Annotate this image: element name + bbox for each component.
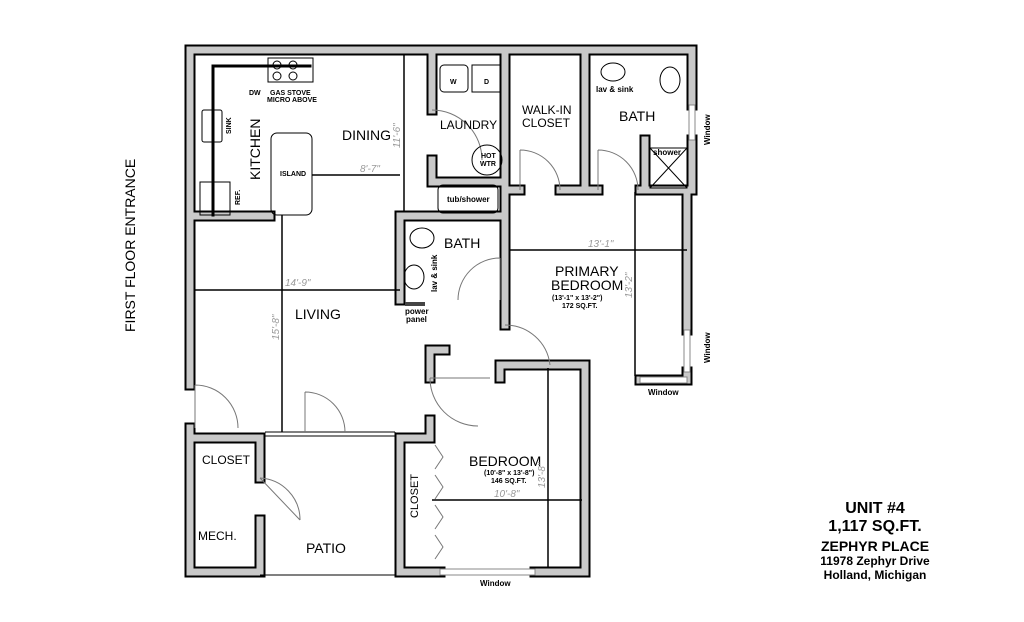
- patio-label: PATIO: [306, 540, 346, 556]
- first-floor-entrance-label: FIRST FLOOR ENTRANCE: [122, 159, 138, 332]
- primary-bedroom-label: PRIMARY: [555, 263, 619, 279]
- walk-in-closet-label-2: CLOSET: [522, 116, 571, 130]
- street-address: 11978 Zephyr Drive: [820, 554, 930, 568]
- hall-lav-sink-label: lav & sink: [430, 254, 439, 292]
- dim-living-width: 14'-9": [285, 278, 311, 289]
- patio-closet-label: CLOSET: [202, 453, 251, 467]
- living-label: LIVING: [295, 306, 341, 322]
- window-primary-bottom: [639, 376, 688, 384]
- power-panel-label-2: panel: [406, 315, 427, 324]
- dim-bedroom-width: 10'-8": [494, 489, 520, 500]
- micro-above-label: MICRO ABOVE: [267, 97, 317, 104]
- unit-number: UNIT #4: [845, 500, 905, 517]
- mech-label: MECH.: [198, 529, 237, 543]
- hot-water-label: HOT: [481, 153, 497, 160]
- power-panel: [405, 302, 425, 306]
- property-name: ZEPHYR PLACE: [820, 538, 930, 554]
- window-label-primary-side: Window: [703, 332, 712, 363]
- hall-bath-label: BATH: [444, 235, 480, 251]
- unit-area: 1,117 SQ.FT.: [828, 518, 922, 535]
- dw-label: DW: [249, 90, 261, 97]
- gas-stove-label: GAS STOVE: [270, 90, 311, 97]
- labels: FIRST FLOOR ENTRANCE KITCHEN DINING LAUN…: [122, 79, 712, 588]
- dryer-label: D: [484, 79, 489, 86]
- primary-bedroom-area: 172 SQ.FT.: [562, 303, 597, 310]
- window-primary-bath: [688, 104, 696, 141]
- laundry-label: LAUNDRY: [440, 118, 497, 132]
- shower-label: shower: [653, 148, 681, 157]
- primary-bedroom-size: (13'-1" x 13'-2"): [552, 295, 602, 302]
- window-bedroom: [439, 568, 536, 576]
- dim-living-depth: 15'-8": [271, 314, 282, 340]
- bedroom-closet-label: CLOSET: [409, 474, 421, 518]
- power-panel-label: power: [405, 307, 429, 316]
- doors: [194, 109, 639, 560]
- unit-info: UNIT #4 1,117 SQ.FT. ZEPHYR PLACE 11978 …: [800, 500, 950, 582]
- dim-primary-width: 13'-1": [588, 239, 614, 250]
- sink-label: SINK: [226, 117, 233, 134]
- window-primary-side: [683, 329, 691, 373]
- walk-in-closet-label: WALK-IN: [522, 103, 572, 117]
- city: Holland, Michigan: [823, 568, 927, 582]
- kitchen-label: KITCHEN: [247, 119, 263, 180]
- windows: [439, 104, 696, 576]
- window-label-primary-bottom: Window: [648, 388, 679, 397]
- window-label-bath: Window: [703, 114, 712, 145]
- walls: [184, 44, 698, 578]
- tub-shower-label: tub/shower: [447, 195, 490, 204]
- bedroom-size: (10'-8" x 13'-8"): [484, 470, 534, 477]
- dim-dining-width: 8'-7": [360, 164, 380, 175]
- dining-label: DINING: [342, 127, 391, 143]
- window-label-bedroom: Window: [480, 579, 511, 588]
- island-label: ISLAND: [280, 171, 306, 178]
- dim-primary-depth: 13'-2": [624, 272, 635, 298]
- fixtures: [199, 57, 688, 306]
- ref-label: REF.: [235, 190, 242, 205]
- primary-bedroom-label-2: BEDROOM: [551, 277, 623, 293]
- hot-water-label-2: WTR: [480, 161, 496, 168]
- bedroom-area: 146 SQ.FT.: [491, 478, 526, 485]
- kitchen-island: [270, 132, 313, 216]
- dimension-lines: [195, 55, 687, 568]
- primary-lav-sink-label: lav & sink: [596, 85, 634, 94]
- dim-dining-depth: 11'-6": [392, 123, 403, 148]
- bedroom-label: BEDROOM: [469, 453, 541, 469]
- washer-label: W: [450, 79, 457, 86]
- dim-bedroom-depth: 13'-8": [537, 462, 548, 488]
- primary-bath-label: BATH: [619, 108, 655, 124]
